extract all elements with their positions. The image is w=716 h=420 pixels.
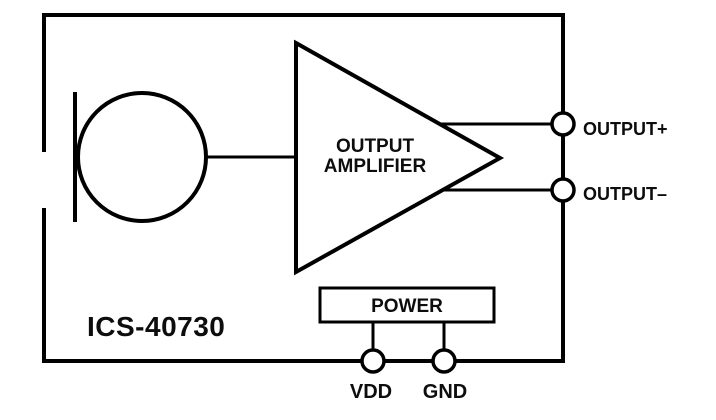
output-minus-pin: [550, 177, 576, 203]
microphone-diaphragm-circle: [76, 91, 208, 223]
amplifier-triangle: [294, 39, 505, 276]
gnd-label: GND: [423, 381, 467, 403]
output-plus-pin: [550, 111, 576, 137]
vdd-pin: [360, 348, 386, 374]
vdd-label: VDD: [350, 381, 392, 403]
amplifier-label-line1: OUTPUT: [336, 136, 415, 157]
part-number-label: ICS-40730: [87, 311, 225, 342]
power-block-label: POWER: [371, 296, 443, 317]
amplifier-label-line2: AMPLIFIER: [324, 156, 427, 177]
output-minus-label: OUTPUT–: [583, 184, 667, 204]
gnd-pin: [431, 348, 457, 374]
power-block: [318, 286, 496, 324]
output-plus-label: OUTPUT+: [583, 119, 668, 139]
